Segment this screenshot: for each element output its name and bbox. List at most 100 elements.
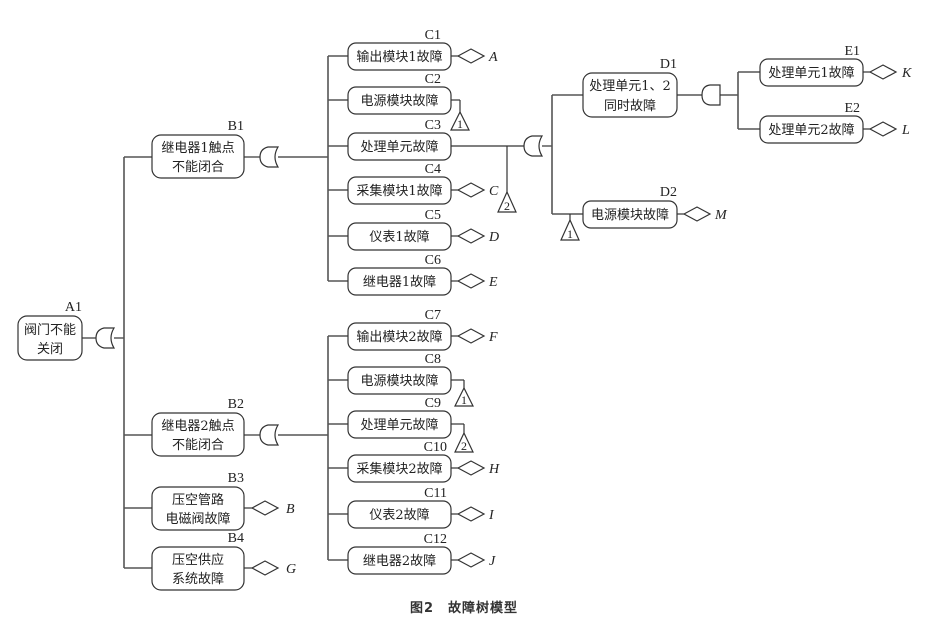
event-id: C3 bbox=[425, 118, 441, 133]
event-label: 阀门不能 bbox=[24, 323, 76, 338]
event-label: 同时故障 bbox=[604, 99, 656, 114]
diamond-event-g: G bbox=[250, 560, 296, 577]
event-box-c4: C4 采集模块1故障 bbox=[347, 162, 452, 205]
event-label-c: C bbox=[489, 184, 499, 199]
event-box-c10: C10 采集模块2故障 bbox=[347, 440, 452, 483]
diamond-event-f: F bbox=[456, 328, 498, 345]
event-box-c1: C1 输出模块1故障 bbox=[347, 28, 452, 71]
event-box-c12: C12 继电器2故障 bbox=[347, 532, 452, 575]
event-id: D1 bbox=[660, 57, 677, 72]
event-box-c2: C2 电源模块故障 bbox=[347, 72, 452, 115]
transfer-triangle-c8: 1 bbox=[454, 386, 474, 407]
event-id: C10 bbox=[424, 440, 447, 455]
or-gate-b1 bbox=[259, 146, 280, 168]
event-box-c6: C6 继电器1故障 bbox=[347, 253, 452, 296]
event-id: D2 bbox=[660, 185, 677, 200]
diamond-event-m: M bbox=[682, 206, 728, 223]
event-label: 仪表1故障 bbox=[369, 230, 429, 245]
event-id: C5 bbox=[425, 208, 441, 223]
event-label: 处理单元1、2 bbox=[589, 79, 671, 94]
event-label: 电磁阀故障 bbox=[165, 512, 230, 527]
event-box-a1: A1 阀门不能 关闭 bbox=[17, 300, 83, 361]
event-box-e1: E1 处理单元1故障 bbox=[759, 44, 864, 87]
event-label-j: J bbox=[489, 554, 496, 569]
event-id: B4 bbox=[228, 531, 244, 546]
event-id: B2 bbox=[228, 397, 244, 412]
event-label: 电源模块故障 bbox=[591, 208, 669, 223]
diamond-event-c: C bbox=[456, 182, 499, 199]
event-label-l: L bbox=[901, 123, 910, 138]
diamond-event-i: I bbox=[456, 506, 495, 523]
or-gate-c3 bbox=[523, 135, 544, 157]
event-box-c9: C9 处理单元故障 bbox=[347, 396, 452, 439]
transfer-triangle-c2: 1 bbox=[450, 110, 470, 131]
event-label-f: F bbox=[488, 330, 498, 345]
event-label: 处理单元2故障 bbox=[768, 123, 854, 138]
event-label-d: D bbox=[488, 230, 499, 245]
transfer-number: 1 bbox=[567, 227, 573, 241]
event-label: 继电器2故障 bbox=[363, 554, 436, 569]
event-box-c5: C5 仪表1故障 bbox=[347, 208, 452, 251]
event-label: 系统故障 bbox=[172, 572, 224, 587]
diamond-event-h: H bbox=[456, 460, 500, 477]
and-gate-d1 bbox=[701, 84, 721, 106]
diamond-event-l: L bbox=[868, 121, 910, 138]
event-id: B1 bbox=[228, 119, 244, 134]
event-label-e: E bbox=[488, 275, 498, 290]
event-label: 仪表2故障 bbox=[369, 508, 429, 523]
or-gate-b2 bbox=[259, 424, 280, 446]
event-label-k: K bbox=[901, 66, 912, 81]
event-id: A1 bbox=[65, 300, 82, 315]
event-label: 压空管路 bbox=[172, 492, 224, 508]
event-label: 采集模块1故障 bbox=[356, 183, 442, 199]
event-box-b4: B4 压空供应 系统故障 bbox=[151, 531, 245, 591]
event-box-d1: D1 处理单元1、2 同时故障 bbox=[582, 57, 678, 118]
event-id: C1 bbox=[425, 28, 441, 43]
event-label-a: A bbox=[488, 50, 498, 65]
event-id: C8 bbox=[425, 352, 441, 367]
diamond-event-k: K bbox=[868, 64, 912, 81]
diamond-event-j: J bbox=[456, 552, 496, 569]
event-box-e2: E2 处理单元2故障 bbox=[759, 101, 864, 144]
event-label-b: B bbox=[286, 502, 295, 517]
event-label: 采集模块2故障 bbox=[356, 461, 442, 477]
event-label: 输出模块1故障 bbox=[356, 49, 442, 65]
event-label: 不能闭合 bbox=[172, 160, 224, 175]
event-label: 压空供应 bbox=[172, 552, 224, 568]
event-label: 电源模块故障 bbox=[360, 94, 438, 109]
event-label: 电源模块故障 bbox=[360, 374, 438, 389]
diamond-event-d: D bbox=[456, 228, 499, 245]
diamond-event-e: E bbox=[456, 273, 498, 290]
event-id: B3 bbox=[228, 471, 244, 486]
transfer-number: 2 bbox=[504, 199, 510, 213]
event-label-g: G bbox=[286, 562, 296, 577]
event-label: 关闭 bbox=[37, 342, 63, 357]
event-id: C4 bbox=[425, 162, 441, 177]
event-label-i: I bbox=[488, 508, 495, 523]
event-box-b2: B2 继电器2触点 不能闭合 bbox=[151, 397, 245, 457]
transfer-triangle-c3: 2 bbox=[497, 190, 517, 213]
event-label: 处理单元故障 bbox=[360, 418, 438, 433]
transfer-triangle-d2: 1 bbox=[560, 218, 580, 241]
event-box-c7: C7 输出模块2故障 bbox=[347, 308, 452, 351]
event-label: 输出模块2故障 bbox=[356, 329, 442, 345]
event-id: C2 bbox=[425, 72, 441, 87]
connector-lines bbox=[82, 55, 870, 569]
event-box-b1: B1 继电器1触点 不能闭合 bbox=[151, 119, 245, 179]
event-id: C6 bbox=[425, 253, 441, 268]
event-id: C11 bbox=[424, 486, 447, 501]
transfer-number: 1 bbox=[457, 117, 463, 131]
transfer-number: 2 bbox=[461, 439, 467, 453]
event-box-b3: B3 压空管路 电磁阀故障 bbox=[151, 471, 245, 531]
event-id: E2 bbox=[844, 101, 860, 116]
event-label: 继电器1触点 bbox=[161, 141, 234, 156]
event-box-c11: C11 仪表2故障 bbox=[347, 486, 452, 529]
event-label-m: M bbox=[714, 208, 728, 223]
transfer-number: 1 bbox=[461, 393, 467, 407]
event-id: C12 bbox=[424, 532, 447, 547]
event-label: 处理单元1故障 bbox=[768, 66, 854, 81]
event-box-c3: C3 处理单元故障 bbox=[347, 118, 452, 161]
diamond-event-b: B bbox=[250, 500, 295, 517]
event-label: 继电器2触点 bbox=[161, 419, 234, 434]
undeveloped-events: A C D E F H I J B G M K L bbox=[250, 48, 912, 577]
